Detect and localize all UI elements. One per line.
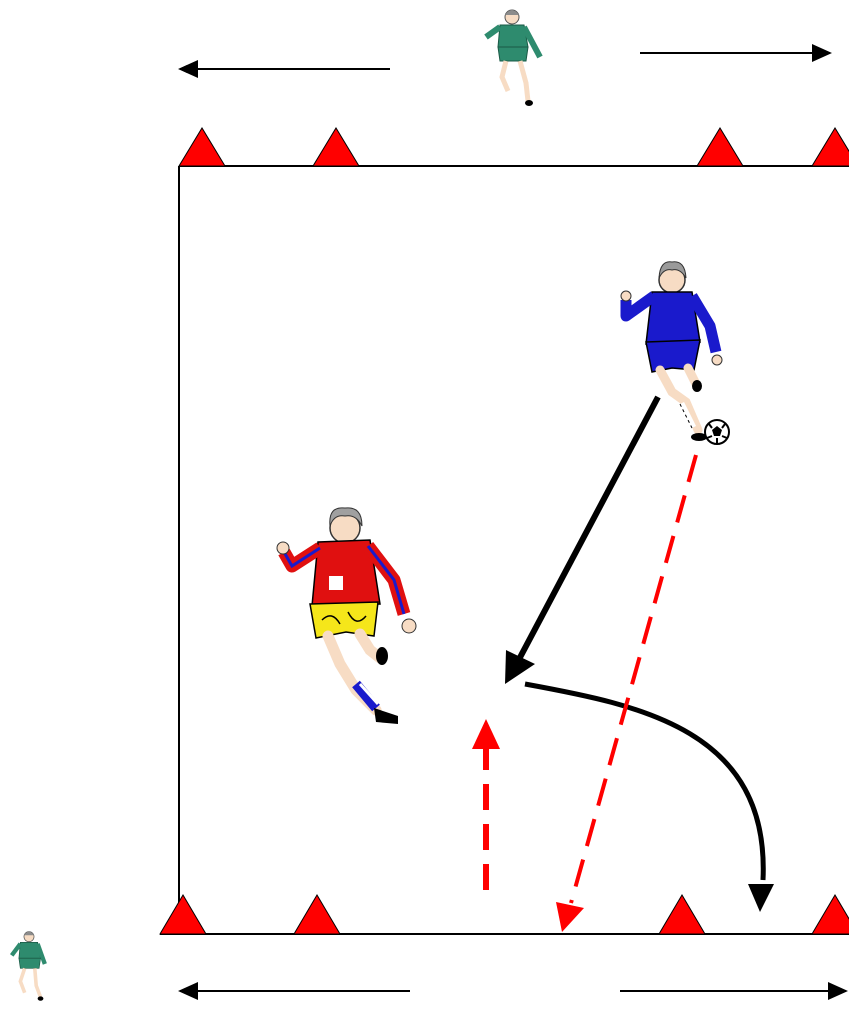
player-arm-left	[620, 291, 658, 322]
pass-arrowhead	[556, 902, 584, 932]
run-arrowhead	[505, 650, 535, 684]
direction-arrows	[178, 44, 848, 1000]
player-leg	[499, 60, 511, 92]
run-arrowhead	[748, 884, 774, 912]
cone-icon	[159, 894, 207, 935]
run-arrow-straight	[513, 395, 661, 667]
player-boot	[691, 433, 707, 441]
soccer-ball-icon	[704, 419, 730, 445]
cone-icon	[811, 127, 849, 167]
player-leg	[655, 365, 703, 435]
cone-icon	[811, 894, 849, 935]
player-boot	[374, 708, 398, 724]
player-runs	[505, 395, 774, 912]
cone-icon	[178, 127, 226, 167]
player-hair	[505, 10, 519, 15]
cone-icon	[658, 894, 706, 935]
cone-icon	[696, 127, 744, 167]
pass-arrowhead	[472, 719, 500, 749]
player-shorts	[497, 46, 529, 62]
cones-top	[178, 127, 849, 167]
shirt-number-patch	[329, 576, 343, 590]
player-leg	[517, 60, 531, 102]
cones-bottom	[159, 894, 849, 935]
cone-icon	[293, 894, 341, 935]
cone-icon	[312, 127, 360, 167]
run-arrow-curved	[524, 681, 766, 881]
pass-dashed-diagonal	[569, 454, 698, 904]
player-hair	[329, 507, 363, 527]
player-arm-right	[687, 293, 722, 354]
passes	[472, 454, 698, 932]
player-arm	[521, 25, 543, 59]
player-hair	[658, 261, 687, 279]
waiting-player-bottom	[9, 931, 47, 1001]
attacker-player-blue	[620, 261, 730, 445]
player-arm	[484, 24, 502, 40]
field-boundary	[160, 165, 849, 935]
player-sock	[352, 680, 380, 712]
defender-player-red	[276, 507, 417, 724]
player-shorts	[18, 957, 41, 969]
player-shorts	[309, 601, 379, 639]
waiting-player-top	[484, 9, 543, 106]
